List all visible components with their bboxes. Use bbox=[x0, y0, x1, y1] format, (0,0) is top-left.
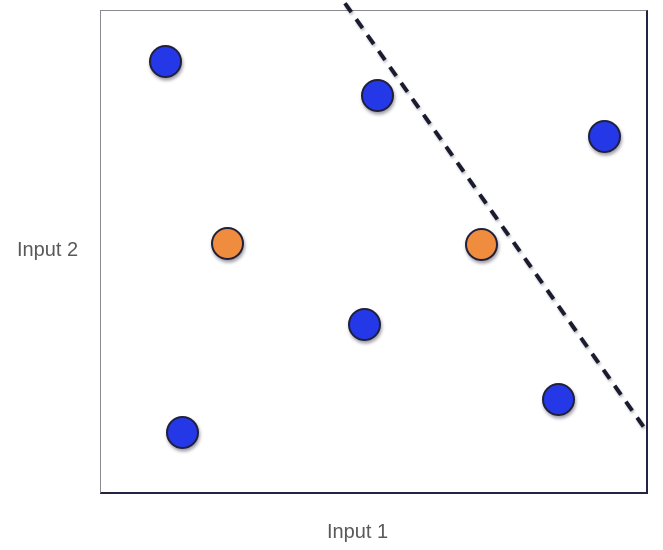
data-point-blue bbox=[361, 78, 395, 112]
data-point-blue bbox=[149, 45, 183, 79]
data-point-blue bbox=[587, 120, 621, 154]
data-point-blue bbox=[166, 415, 200, 449]
data-point-orange bbox=[465, 228, 499, 262]
x-axis-label: Input 1 bbox=[327, 521, 389, 543]
y-axis-label: Input 2 bbox=[17, 239, 79, 261]
data-point-orange bbox=[210, 227, 244, 261]
data-point-blue bbox=[347, 307, 381, 341]
data-point-blue bbox=[541, 382, 575, 416]
